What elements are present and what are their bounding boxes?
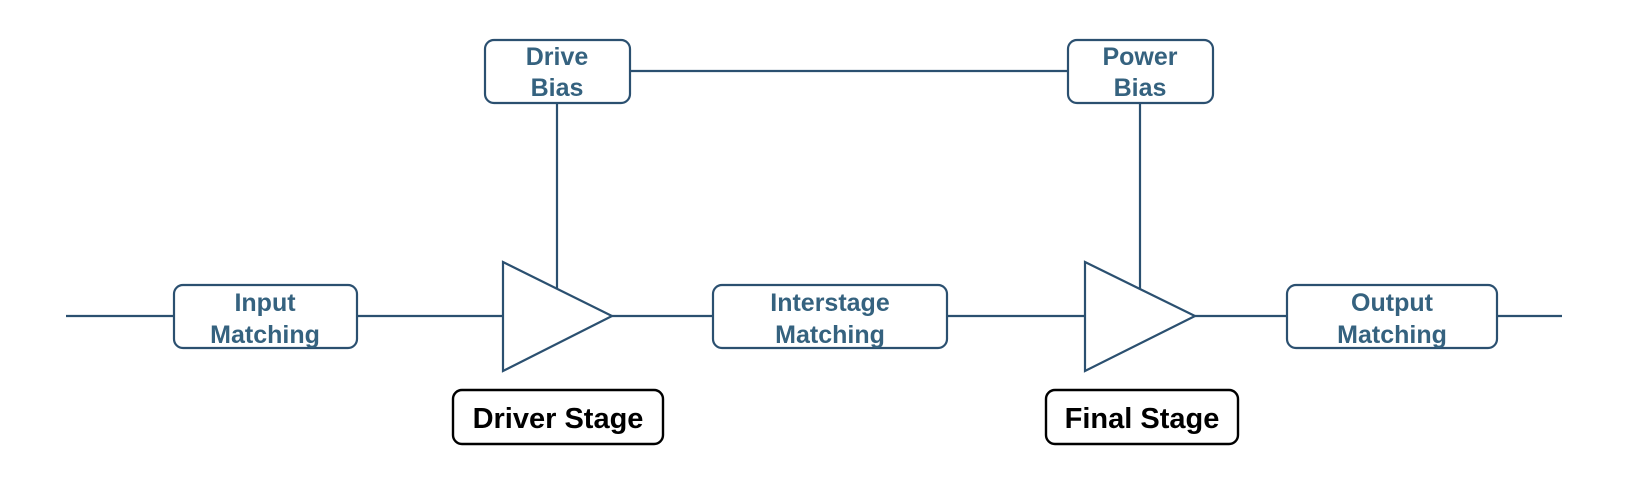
drive-bias-label-line1: Drive xyxy=(526,43,589,71)
power-bias-block: Power Bias xyxy=(1066,38,1215,105)
final-stage-label-box: Final Stage xyxy=(1044,388,1240,446)
driver-stage-label-box: Driver Stage xyxy=(451,388,665,446)
drive-bias-block: Drive Bias xyxy=(483,38,632,105)
output-matching-block: Output Matching xyxy=(1285,283,1499,350)
power-bias-label-line2: Bias xyxy=(1114,74,1167,102)
output-matching-label-line1: Output xyxy=(1351,289,1434,317)
output-matching-label-line2: Matching xyxy=(1337,321,1447,349)
input-matching-label-line2: Matching xyxy=(210,321,320,349)
drive-bias-label-line2: Bias xyxy=(531,74,584,102)
input-matching-block: Input Matching xyxy=(172,283,359,350)
interstage-matching-label-line1: Interstage xyxy=(770,289,890,317)
interstage-matching-block: Interstage Matching xyxy=(711,283,949,350)
bias-wires xyxy=(555,69,1142,289)
driver-amplifier-icon xyxy=(501,260,615,373)
final-amplifier-icon xyxy=(1083,260,1198,373)
driver-stage-label: Driver Stage xyxy=(473,403,644,435)
interstage-matching-label-line2: Matching xyxy=(775,321,885,349)
final-stage-label: Final Stage xyxy=(1065,403,1220,435)
input-matching-label-line1: Input xyxy=(234,289,296,317)
power-bias-label-line1: Power xyxy=(1102,43,1177,71)
